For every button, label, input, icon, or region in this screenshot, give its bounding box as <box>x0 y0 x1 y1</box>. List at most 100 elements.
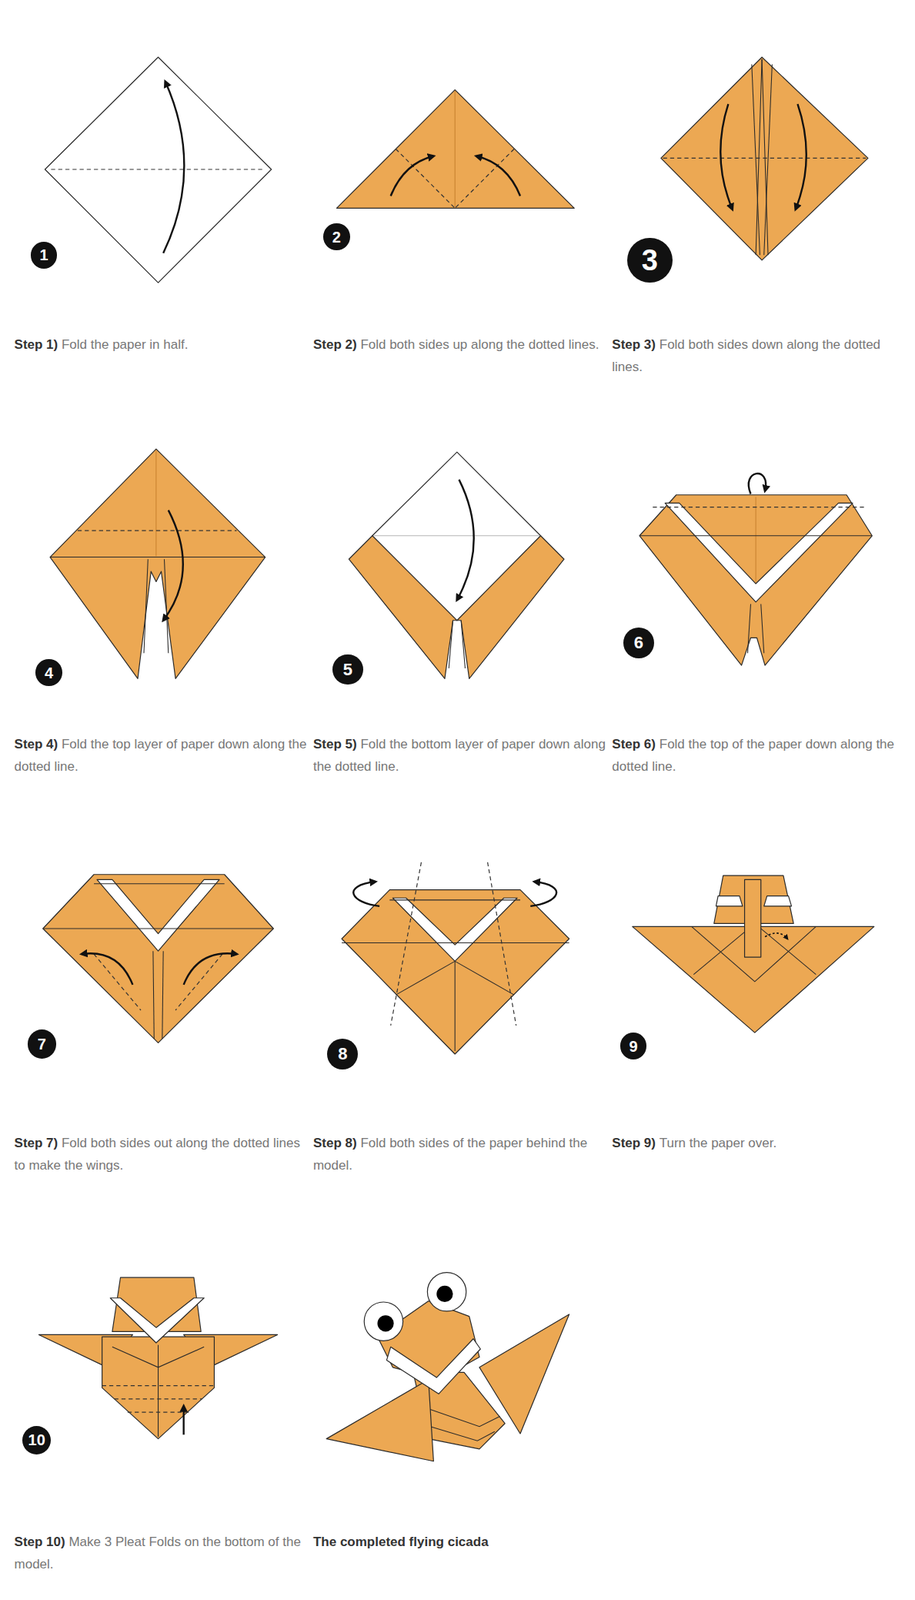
step-caption: Step 10)Make 3 Pleat Folds on the bottom… <box>14 1529 311 1575</box>
completed-cicada-figure <box>326 1272 569 1461</box>
eye <box>427 1272 466 1311</box>
fold-edge <box>43 927 274 929</box>
step-instruction: Fold the paper in half. <box>61 337 188 352</box>
flap-edge <box>153 950 154 1039</box>
fold-arrow <box>81 952 133 985</box>
fold-line <box>50 168 265 170</box>
step-caption: Step 6)Fold the top of the paper down al… <box>611 732 908 778</box>
flap-edge <box>748 604 752 654</box>
wing-edge <box>395 960 455 995</box>
step-number: 6 <box>634 634 644 652</box>
step-number-badge: 2 <box>323 223 350 250</box>
flap-edge <box>751 63 761 255</box>
pleat-line <box>102 1384 215 1386</box>
white-band <box>392 897 518 961</box>
fold-arrow <box>476 156 521 197</box>
step-label: Step 10) <box>14 1533 66 1549</box>
step-number-badge: 9 <box>620 1031 647 1059</box>
step-number-badge: 1 <box>30 241 57 268</box>
fold-edge <box>639 534 872 536</box>
pupil <box>436 1285 453 1302</box>
step-number: 7 <box>37 1035 47 1052</box>
step-instruction: Fold the top layer of paper down along t… <box>14 736 308 774</box>
wing-edge <box>112 1345 204 1367</box>
step-label: The completed flying cicada <box>313 1533 489 1549</box>
crease-line <box>157 1344 159 1436</box>
white-band <box>715 895 742 906</box>
step-label: Step 4) <box>14 736 59 752</box>
step-caption: Step 2)Fold both sides up along the dott… <box>313 333 609 356</box>
paper-shape <box>639 494 872 665</box>
step-label: Step 5) <box>313 736 358 752</box>
fold-arrow <box>163 81 184 254</box>
step-8-figure <box>341 861 570 1054</box>
fold-behind-arrow <box>530 881 557 906</box>
white-band <box>110 1297 204 1343</box>
flap-edge <box>460 620 465 668</box>
fold-edge <box>389 898 521 900</box>
step-1-figure <box>44 56 271 283</box>
fold-behind-arrow <box>748 473 766 494</box>
step-number: 4 <box>44 664 54 681</box>
fold-arrow <box>183 952 238 985</box>
paper-diamond <box>661 56 869 261</box>
wing-edge <box>454 960 515 995</box>
pleat-edge <box>423 1423 495 1440</box>
step-5-figure <box>348 451 565 678</box>
step-caption: Step 4)Fold the top layer of paper down … <box>14 732 311 778</box>
step-instruction: Fold both sides up along the dotted line… <box>360 337 599 352</box>
fold-edge <box>93 882 225 884</box>
fold-behind-arrow <box>353 881 380 906</box>
fold-arrow <box>795 103 807 210</box>
white-flap <box>372 451 541 621</box>
step-number-badge: 8 <box>327 1038 358 1069</box>
crease-line <box>454 90 456 208</box>
fold-arrow <box>163 510 184 621</box>
step-9-figure <box>632 874 875 1032</box>
step-number: 9 <box>629 1038 638 1054</box>
step-instruction: Fold the bottom layer of paper down alon… <box>313 736 606 774</box>
paper-triangle <box>336 90 575 209</box>
white-band <box>764 895 792 906</box>
fold-arrow <box>390 156 435 197</box>
step-label: Step 8) <box>313 1135 358 1150</box>
paper-shape <box>50 448 266 678</box>
step-number-badge: 4 <box>35 658 62 685</box>
step-number: 1 <box>39 247 48 263</box>
step-instruction: Turn the paper over. <box>659 1135 777 1150</box>
pleat-edge <box>426 1407 500 1426</box>
flap-edge <box>448 620 453 668</box>
fold-line <box>663 157 867 159</box>
fold-edge <box>50 556 266 558</box>
step-number: 2 <box>332 229 341 245</box>
step-label: Step 3) <box>611 337 656 352</box>
step-number: 5 <box>343 661 353 678</box>
white-band <box>96 878 220 951</box>
step-2-figure <box>336 90 575 209</box>
eye <box>363 1301 403 1340</box>
step-number-badge: 6 <box>623 627 655 658</box>
step-caption: Step 7)Fold both sides out along the dot… <box>14 1131 311 1176</box>
flap-edge <box>761 604 765 654</box>
step-10-figure <box>38 1276 278 1438</box>
pleat-line <box>114 1397 203 1399</box>
step-caption: Step 3)Fold both sides down along the do… <box>611 333 908 378</box>
flap-edge <box>143 558 148 653</box>
fold-arrow <box>720 103 732 210</box>
step-4-figure <box>50 448 266 678</box>
step-caption: Step 9)Turn the paper over. <box>611 1131 908 1154</box>
flap-edge <box>162 950 164 1039</box>
crease-line <box>155 450 157 557</box>
fold-line <box>652 506 865 508</box>
wing-shape <box>326 1379 434 1461</box>
step-label: Step 6) <box>611 736 656 752</box>
fold-line <box>77 530 238 531</box>
step-number: 8 <box>337 1045 348 1062</box>
paper-shape <box>341 889 570 1054</box>
step-3-figure <box>661 56 869 261</box>
fold-line <box>487 861 517 1026</box>
